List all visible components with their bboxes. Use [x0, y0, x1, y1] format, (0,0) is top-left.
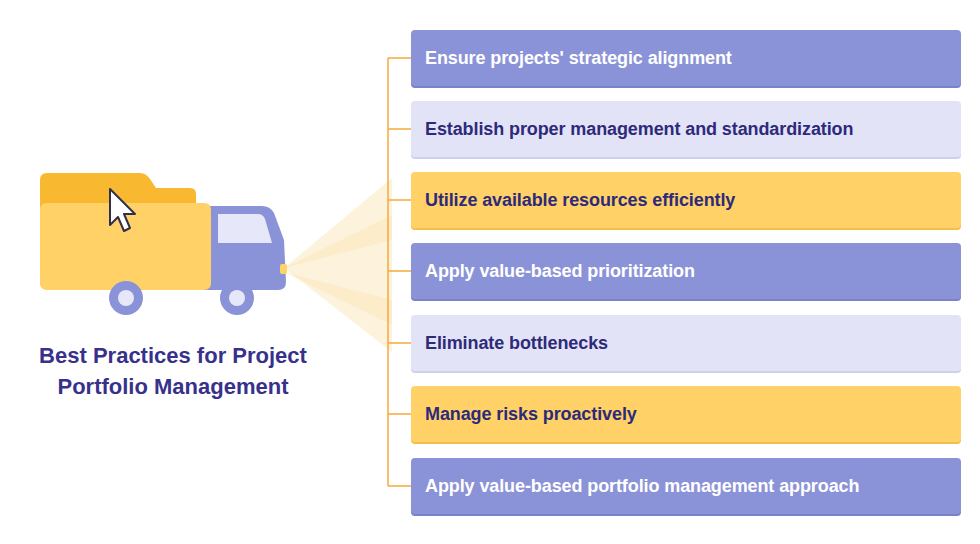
wheel — [220, 281, 254, 315]
diagram-title: Best Practices for Project Portfolio Man… — [8, 340, 338, 402]
bracket-tick — [388, 485, 411, 487]
practice-box: Eliminate bottlenecks — [411, 315, 961, 371]
wheel-hub — [229, 290, 245, 306]
bracket-tick — [388, 128, 411, 130]
folder-truck — [40, 173, 287, 315]
bracket-spine — [387, 58, 389, 486]
practice-box: Establish proper management and standard… — [411, 101, 961, 157]
wheel-hub — [118, 290, 134, 306]
bracket-tick — [388, 270, 411, 272]
cab-window — [218, 214, 272, 243]
practice-box: Apply value-based portfolio management a… — [411, 458, 961, 514]
light-beam-ray — [284, 272, 392, 325]
practice-text: Apply value-based prioritization — [425, 260, 695, 282]
practice-box: Manage risks proactively — [411, 386, 961, 442]
bracket-tick — [388, 413, 411, 415]
practice-text: Apply value-based portfolio management a… — [425, 475, 859, 497]
bracket-tick — [388, 342, 411, 344]
practice-box: Apply value-based prioritization — [411, 243, 961, 299]
bracket-tick — [388, 199, 411, 201]
practice-text: Ensure projects' strategic alignment — [425, 47, 732, 69]
bracket — [388, 58, 411, 486]
light-beam-ray — [284, 215, 392, 268]
practice-text: Eliminate bottlenecks — [425, 332, 608, 354]
cursor-icon — [110, 189, 135, 231]
practice-box: Ensure projects' strategic alignment — [411, 30, 961, 86]
practice-text: Establish proper management and standard… — [425, 118, 853, 140]
light-beam — [284, 178, 392, 352]
practice-box: Utilize available resources efficiently — [411, 172, 961, 228]
bracket-tick — [388, 57, 411, 59]
practice-text: Manage risks proactively — [425, 403, 637, 425]
practice-text: Utilize available resources efficiently — [425, 189, 735, 211]
headlight — [280, 264, 287, 274]
wheel — [109, 281, 143, 315]
